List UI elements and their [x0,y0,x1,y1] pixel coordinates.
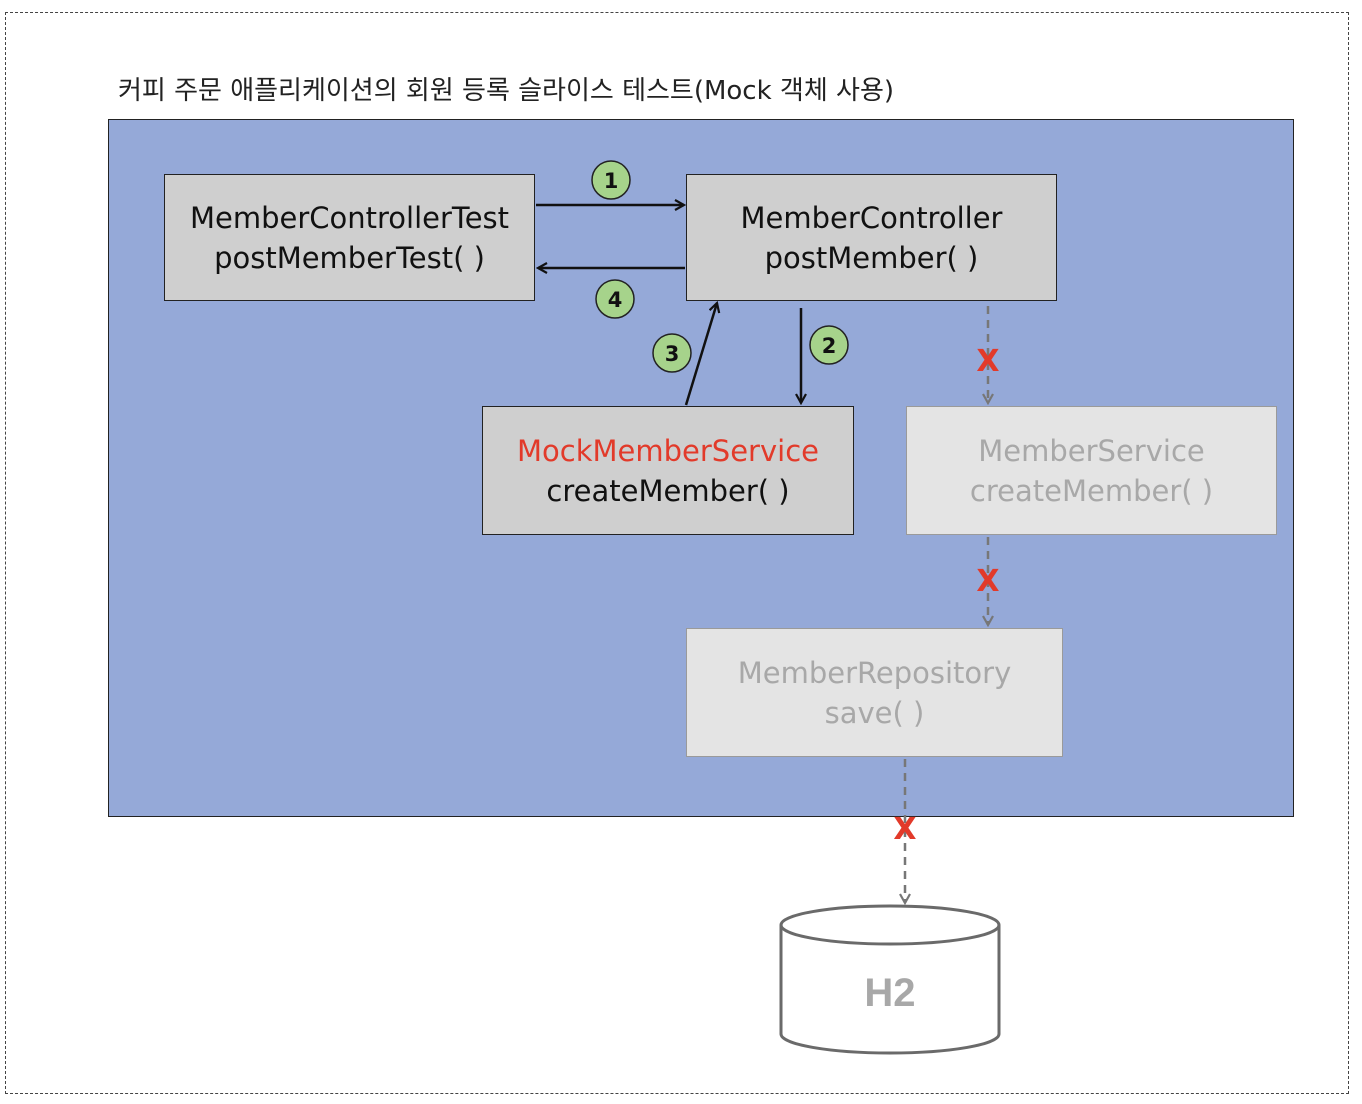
test-class-name: MemberControllerTest [189,200,510,235]
step-number-3: 3 [665,342,680,366]
blocked-marker-2: X [976,564,999,599]
service-method-name: createMember( ) [969,473,1214,508]
step-number-4: 4 [608,288,623,312]
step-badge-1: 1 [591,160,631,200]
h2-database-cylinder: H2 [779,904,1001,1055]
blocked-marker-1: X [976,344,999,379]
diagram-title: 커피 주문 애플리케이션의 회원 등록 슬라이스 테스트(Mock 객체 사용) [118,76,895,106]
controller-class-name: MemberController [740,200,1003,235]
step-badge-4: 4 [595,279,635,319]
outer-dashed-frame [5,12,1349,1094]
step-badge-3: 3 [652,333,692,373]
repository-class-name: MemberRepository [737,655,1012,690]
mock-service-method-name: createMember( ) [546,473,790,508]
service-class-name: MemberService [978,433,1205,468]
member-repository-box: MemberRepository save( ) [686,628,1063,757]
controller-method-name: postMember( ) [764,240,979,275]
member-service-box: MemberService createMember( ) [906,406,1277,535]
mock-service-class-name: MockMemberService [517,433,819,468]
member-controller-box: MemberController postMember( ) [686,174,1057,301]
test-method-name: postMemberTest( ) [214,240,485,275]
step-number-1: 1 [604,169,619,193]
step-number-2: 2 [822,334,837,358]
blocked-marker-3: X [893,812,916,847]
repository-method-name: save( ) [824,695,925,730]
member-controller-test-box: MemberControllerTest postMemberTest( ) [164,174,535,301]
database-label: H2 [864,971,915,1015]
arrow-step-3 [684,303,717,406]
mock-member-service-box: MockMemberService createMember( ) [482,406,854,535]
step-badge-2: 2 [809,325,849,365]
